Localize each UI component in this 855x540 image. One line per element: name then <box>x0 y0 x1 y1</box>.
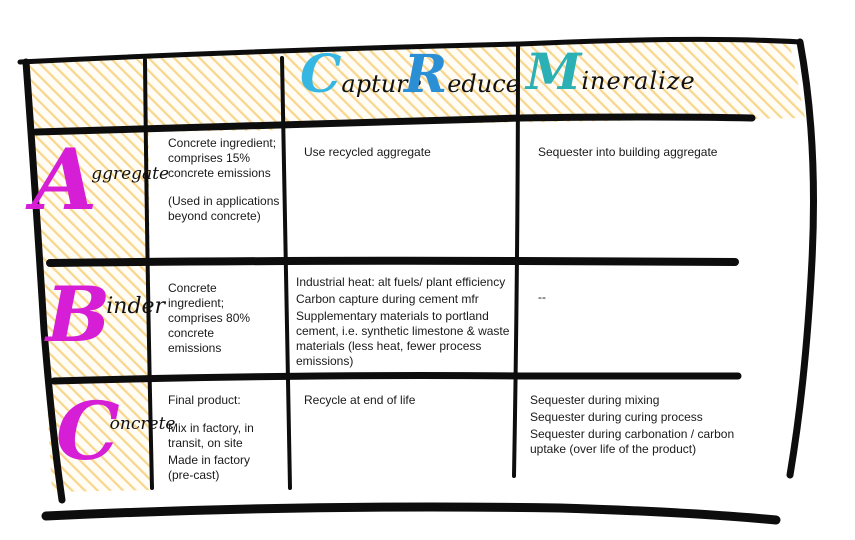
binder-capture-reduce-line: Supplementary materials to portland ceme… <box>296 309 510 368</box>
binder-mineralize: -- <box>538 290 638 307</box>
binder-capture-reduce-line: Industrial heat: alt fuels/ plant effici… <box>296 275 506 289</box>
description-column-shading <box>148 56 290 132</box>
header-reduce-rest: educe <box>447 70 520 98</box>
aggregate-description: Concrete ingredient; comprises 15% concr… <box>168 136 280 226</box>
aggregate-mineralize: Sequester into building aggregate <box>538 145 768 162</box>
row-label-binder: Binder <box>46 270 169 359</box>
row-label-binder-initial: B <box>46 270 111 359</box>
header-capture-rest: apture <box>341 70 422 98</box>
header-reduce: Reduce <box>404 44 520 105</box>
concrete-mineralize-line: Sequester during curing process <box>530 410 703 424</box>
concrete-description-line: Mix in factory, in transit, on site <box>168 421 254 450</box>
row-label-concrete-rest: oncrete <box>109 414 176 434</box>
header-capture: Capture <box>300 44 422 105</box>
aggregate-mineralize-line: Sequester into building aggregate <box>538 145 718 159</box>
row-label-aggregate: Aggregate <box>32 130 175 229</box>
concrete-mineralize: Sequester during mixing Sequester during… <box>530 393 750 459</box>
column-line-1 <box>143 58 154 490</box>
row-line-1 <box>32 113 756 136</box>
header-mineralize-initial: M <box>526 42 582 101</box>
concrete-description-line: Made in factory (pre-cast) <box>168 453 251 482</box>
concrete-capture-reduce: Recycle at end of life <box>304 393 514 410</box>
aggregate-capture-reduce: Use recycled aggregate <box>304 145 514 162</box>
binder-capture-reduce-line: Carbon capture during cement mfr <box>296 292 479 306</box>
aggregate-description-line: (Used in applications beyond concrete) <box>168 194 280 223</box>
frame-top-line <box>17 36 803 65</box>
concrete-description: Final product: Mix in factory, in transi… <box>168 393 278 485</box>
concrete-capture-reduce-line: Recycle at end of life <box>304 393 416 407</box>
row-line-2 <box>46 256 739 267</box>
aggregate-capture-reduce-line: Use recycled aggregate <box>304 145 431 159</box>
binder-description: Concrete ingredient; comprises 80% concr… <box>168 281 258 358</box>
row-line-3 <box>50 372 742 385</box>
column-line-3 <box>512 44 520 478</box>
row-label-aggregate-rest: ggregate <box>91 164 170 184</box>
concrete-mineralize-line: Sequester during carbonation / carbon up… <box>530 427 735 456</box>
header-reduce-initial: R <box>404 44 448 105</box>
row-label-binder-rest: inder <box>106 294 166 319</box>
header-mineralize: Mineralize <box>526 42 696 101</box>
frame-left-line <box>22 58 66 504</box>
binder-description-line: Concrete ingredient; comprises 80% concr… <box>168 281 251 355</box>
concrete-description-line: Final product: <box>168 393 241 407</box>
concrete-mineralize-line: Sequester during mixing <box>530 393 660 407</box>
column-line-2 <box>280 56 292 490</box>
frame-right-line <box>786 38 817 479</box>
binder-capture-reduce: Industrial heat: alt fuels/ plant effici… <box>296 275 512 371</box>
aggregate-description-line: Concrete ingredient; comprises 15% concr… <box>168 136 277 180</box>
row-label-concrete: Concrete <box>56 384 185 478</box>
header-capture-initial: C <box>300 44 342 105</box>
row-label-concrete-initial: C <box>56 384 120 478</box>
frame-bottom-line <box>41 502 781 525</box>
binder-mineralize-line: -- <box>538 290 546 304</box>
header-mineralize-rest: ineralize <box>581 67 696 95</box>
row-label-aggregate-initial: A <box>32 130 98 229</box>
